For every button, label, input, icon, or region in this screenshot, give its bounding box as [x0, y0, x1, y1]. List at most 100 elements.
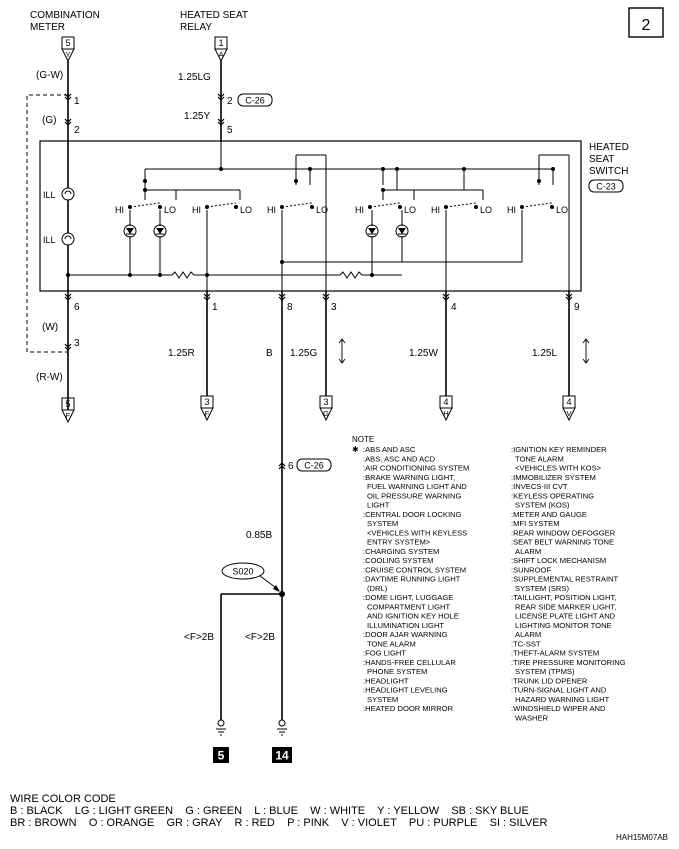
note-line: :HANDS-FREE CELLULAR [363, 658, 456, 667]
note-line: :TC-SST [511, 639, 541, 648]
connector-bottom-1: 3 F [200, 395, 214, 422]
arrow-icon-g [338, 338, 346, 364]
svg-text:1.25LG: 1.25LG [178, 72, 211, 83]
note-line: :SUPPLEMENTAL RESTRAINT [511, 575, 619, 584]
svg-text:HI: HI [267, 205, 276, 215]
note-line: SYSTEM (KOS) [515, 501, 570, 510]
note-line: :TAILLIGHT, POSITION LIGHT, [511, 593, 616, 602]
svg-text:1.25Y: 1.25Y [184, 111, 210, 122]
switch-internal-wiring [68, 141, 570, 291]
led-icon-1 [123, 224, 137, 238]
note-line: :DOOR AJAR WARNING [363, 630, 448, 639]
note-line: :INVECS-III CVT [511, 482, 568, 491]
svg-text:H: H [443, 409, 448, 418]
svg-text:1: 1 [212, 302, 218, 313]
note-line: :ABS, ASC AND ACD [363, 454, 436, 463]
svg-text:5: 5 [65, 399, 70, 409]
note-line: :MFI SYSTEM [511, 519, 560, 528]
note-line: ALARM [515, 630, 541, 639]
svg-text:4: 4 [451, 302, 457, 313]
note-line: AND IGNITION KEY HOLE [367, 612, 459, 621]
svg-text:B: B [266, 348, 273, 359]
svg-text:(W): (W) [42, 322, 58, 333]
svg-text:LO: LO [556, 205, 568, 215]
svg-text:B : BLACK LG : LIGHT GREEN: B : BLACK LG : LIGHT GREEN G : GREEN L :… [10, 805, 529, 817]
note-line: SYSTEM [367, 695, 398, 704]
note-column-1: :ABS AND ASC:ABS, ASC AND ACD:AIR CONDIT… [363, 445, 469, 713]
note-line: <VEHICLES WITH KEYLESS [367, 528, 467, 537]
svg-text:Y: Y [65, 50, 70, 59]
note-line: TONE ALARM [367, 639, 416, 648]
label-relay-2: RELAY [180, 22, 212, 33]
note-line: :COOLING SYSTEM [363, 556, 433, 565]
connector-bottom-3: 3 G [319, 395, 333, 422]
note-line: :WINDSHIELD WIPER AND [511, 704, 606, 713]
note-line: ALARM [515, 547, 541, 556]
svg-text:G: G [323, 409, 329, 418]
svg-text:(R-W): (R-W) [36, 372, 63, 383]
svg-text:HEATED: HEATED [589, 142, 629, 153]
note-line: REAR SIDE MARKER LIGHT, [515, 602, 616, 611]
note-line: LIGHTING MONITOR TONE [515, 621, 612, 630]
note-line: :BRAKE WARNING LIGHT, [363, 473, 455, 482]
svg-text:2: 2 [74, 125, 80, 136]
splice-s020-tag [221, 562, 265, 580]
note-line: :METER AND GAUGE [511, 510, 587, 519]
note-line: :IGNITION KEY REMINDER [511, 445, 607, 454]
svg-text:BR : BROWN O : ORANGE GR: BR : BROWN O : ORANGE GR : GRAY R : RED … [10, 817, 548, 829]
note-line: SYSTEM (TPMS) [515, 667, 575, 676]
connector-combination-meter: 5 Y [61, 36, 75, 63]
note-line: <VEHICLES WITH KOS> [515, 464, 602, 473]
svg-text:5: 5 [65, 38, 70, 48]
svg-text:5: 5 [218, 749, 225, 763]
svg-text:HI: HI [507, 205, 516, 215]
ground-icon-left [216, 719, 226, 736]
note-line: :IMMOBILIZER SYSTEM [511, 473, 596, 482]
svg-text:HI: HI [431, 205, 440, 215]
note-line: PHONE SYSTEM [367, 667, 427, 676]
note-line: :SHIFT LOCK MECHANISM [511, 556, 606, 565]
note-line: :KEYLESS OPERATING [511, 491, 594, 500]
svg-text:LO: LO [240, 205, 252, 215]
svg-text:(G): (G) [42, 115, 56, 126]
note-line: SYSTEM (SRS) [515, 584, 569, 593]
svg-text:C-26: C-26 [304, 461, 324, 471]
note-line: FUEL WARNING LIGHT AND [367, 482, 467, 491]
svg-text:HAH15M07AB: HAH15M07AB [616, 833, 668, 842]
note-line: (DRL) [367, 584, 388, 593]
svg-text:C-23: C-23 [596, 182, 616, 192]
svg-text:HI: HI [115, 205, 124, 215]
svg-text:<F>2B: <F>2B [245, 632, 275, 643]
svg-text:5: 5 [227, 125, 233, 136]
svg-text:S020: S020 [232, 567, 253, 577]
svg-text:ILL: ILL [43, 190, 56, 200]
svg-text:1.25R: 1.25R [168, 348, 195, 359]
svg-text:4: 4 [443, 397, 448, 407]
note-line: :TRUNK LID OPENER [511, 676, 588, 685]
svg-text:LO: LO [480, 205, 492, 215]
shield-dashed [26, 94, 68, 353]
svg-text:NOTE: NOTE [352, 435, 374, 444]
svg-text:HI: HI [355, 205, 364, 215]
connector-relay: 1 A [214, 36, 228, 63]
svg-text:✱: ✱ [352, 445, 359, 454]
svg-text:LO: LO [404, 205, 416, 215]
svg-text:1: 1 [74, 96, 80, 107]
note-line: LICENSE PLATE LIGHT AND [515, 612, 616, 621]
label-relay-1: HEATED SEAT [180, 10, 248, 21]
note-line: :HEADLIGHT LEVELING [363, 686, 448, 695]
note-line: :REAR WINDOW DEFOGGER [511, 528, 616, 537]
connector-bottom-left: 5 F [61, 397, 75, 424]
svg-text:1.25L: 1.25L [532, 348, 557, 359]
svg-text:A: A [218, 50, 224, 59]
svg-text:LO: LO [164, 205, 176, 215]
led-icon-4 [395, 224, 409, 238]
svg-text:F: F [66, 411, 71, 420]
svg-text:4: 4 [566, 397, 571, 407]
svg-text:WIRE COLOR CODE: WIRE COLOR CODE [10, 793, 116, 805]
svg-text:V: V [566, 409, 572, 418]
svg-text:1: 1 [218, 38, 223, 48]
junction-dots [66, 167, 555, 277]
note-line: TONE ALARM [515, 454, 564, 463]
